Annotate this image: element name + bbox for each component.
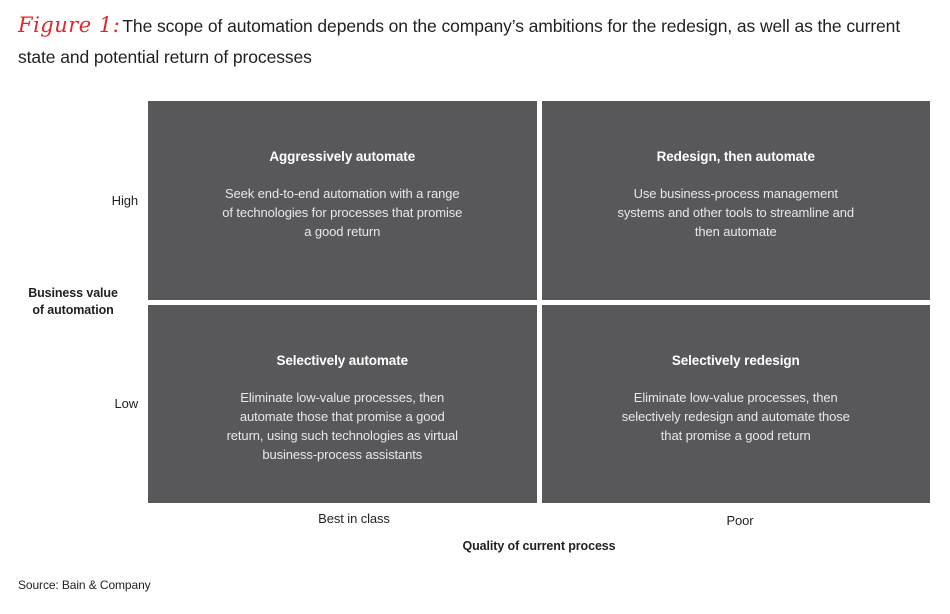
quadrant-selectively-automate[interactable]: Selectively automate Eliminate low-value…: [148, 304, 537, 503]
x-axis-tick-poor: Poor: [726, 513, 754, 528]
quadrant-body: Eliminate low-value processes, then auto…: [226, 389, 458, 462]
quadrant-selectively-redesign[interactable]: Selectively redesign Eliminate low-value…: [541, 304, 930, 503]
figure-number-label: Figure 1:: [18, 13, 121, 37]
source-note: Source: Bain & Company: [18, 578, 151, 592]
quadrant-title: Redesign, then automate: [656, 149, 815, 164]
quadrant-aggressively-automate[interactable]: Aggressively automate Seek end-to-end au…: [148, 101, 537, 300]
y-axis-tick-high: High: [111, 193, 138, 208]
y-axis-title: Business value of automation: [28, 286, 118, 317]
quadrant-title: Selectively automate: [276, 352, 409, 368]
figure-title-text: The scope of automation depends on the c…: [18, 16, 901, 67]
quadrant-body: Use business-process management systems …: [617, 186, 855, 239]
quadrant-title: Aggressively automate: [269, 149, 416, 164]
quadrant-body: Seek end-to-end automation with a range …: [222, 186, 463, 239]
figure-title: Figure 1:The scope of automation depends…: [18, 10, 934, 73]
x-axis-title: Quality of current process: [462, 539, 616, 553]
quadrant-title: Selectively redesign: [671, 352, 800, 368]
x-axis-tick-best-in-class: Best in class: [318, 511, 390, 526]
quadrant-matrix: Aggressively automate Seek end-to-end au…: [148, 101, 930, 503]
quadrant-body: Eliminate low-value processes, then sele…: [621, 389, 850, 443]
quadrant-redesign-then-automate[interactable]: Redesign, then automate Use business-pro…: [541, 101, 930, 300]
y-axis-tick-low: Low: [114, 396, 138, 411]
